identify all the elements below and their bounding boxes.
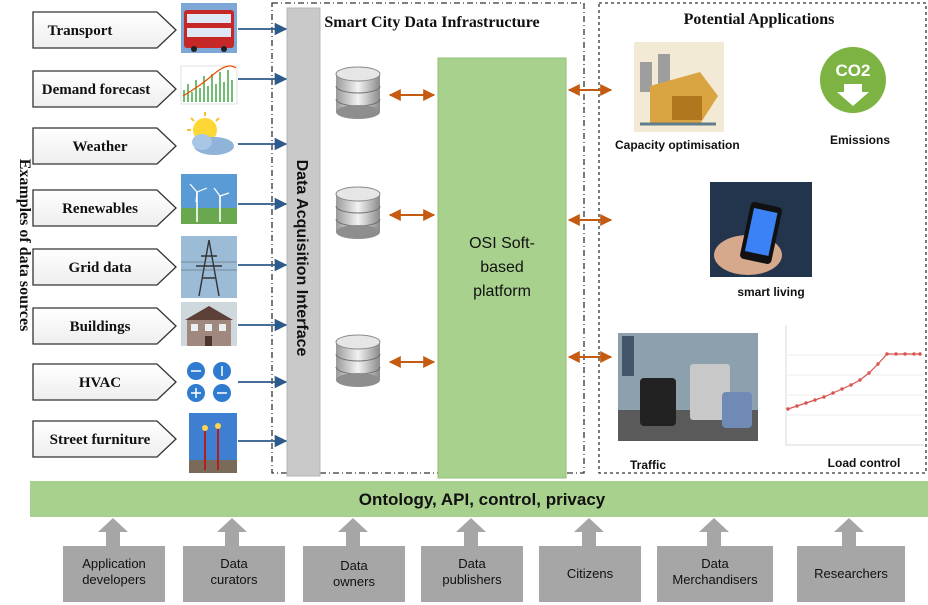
platform-line-2: based [480,259,524,276]
user-curators: Data curators [183,518,285,602]
applications-region [598,2,927,474]
source-label: Grid data [69,260,132,276]
user-label: Data [458,556,486,571]
weather-icon [187,112,234,155]
user-publishers: Data publishers [421,518,523,602]
co2-icon: CO2 [820,47,886,113]
database-icon [335,186,381,239]
source-demand-forecast: Demand forecast [32,70,177,108]
ontology-bar-label: Ontology, API, control, privacy [359,490,606,509]
power-plant-icon [634,42,724,132]
database-icon [335,334,381,387]
load-control-chart [785,325,924,446]
pylon-icon [181,236,237,298]
source-weather: Weather [32,127,177,165]
forecast-chart-icon [180,65,238,105]
bus-icon [181,3,237,53]
acquisition-bar [286,7,321,477]
user-label: curators [211,572,258,587]
database-icon [335,66,381,119]
user-label: Citizens [567,566,614,581]
user-label: publishers [442,572,502,587]
capacity-label: Capacity optimisation [615,138,740,152]
source-label: Renewables [62,201,138,217]
platform-line-1: OSI Soft- [469,235,535,252]
source-label: HVAC [79,375,121,391]
platform-line-3: platform [473,283,531,300]
wind-turbine-icon [181,174,237,224]
source-label: Street furniture [50,432,151,448]
infrastructure-title: Smart City Data Infrastructure [324,14,539,31]
user-label: owners [333,574,375,589]
ontology-bar [30,481,928,517]
user-developers: Application developers [63,518,165,602]
user-label: Researchers [814,566,888,581]
building-icon [181,302,237,346]
source-street-furniture: Street furniture [32,420,177,458]
traffic-icon [618,333,758,441]
side-title: Examples of data sources [16,159,33,332]
smartphone-icon [710,182,812,277]
user-label: Merchandisers [672,572,758,587]
source-grid-data: Grid data [32,248,177,286]
source-hvac: HVAC [32,363,177,401]
platform-box [437,57,567,479]
co2-badge-text: CO2 [836,61,871,80]
traffic-label: Traffic [630,458,666,472]
source-label: Buildings [70,319,131,335]
hvac-icon [187,362,231,402]
user-label: Data [220,556,248,571]
load-control-label: Load control [828,456,901,470]
user-label: Data [340,558,368,573]
source-transport: Transport [32,11,177,49]
emissions-label: Emissions [830,133,890,147]
source-label: Demand forecast [42,82,150,98]
applications-title: Potential Applications [684,11,835,28]
user-researchers: Researchers [797,518,905,602]
acquisition-label: Data Acquisition Interface [293,160,310,357]
user-label: Data [701,556,729,571]
infrastructure-region [271,2,585,474]
street-lamp-icon [189,413,237,473]
source-label: Weather [73,139,128,155]
source-label: Transport [48,23,113,39]
source-buildings: Buildings [32,307,177,345]
source-renewables: Renewables [32,189,177,227]
user-label: Application [82,556,146,571]
user-citizens: Citizens [539,518,641,602]
user-merchandisers: Data Merchandisers [657,518,773,602]
smart-living-label: smart living [737,285,804,299]
user-owners: Data owners [303,518,405,602]
user-label: developers [82,572,146,587]
